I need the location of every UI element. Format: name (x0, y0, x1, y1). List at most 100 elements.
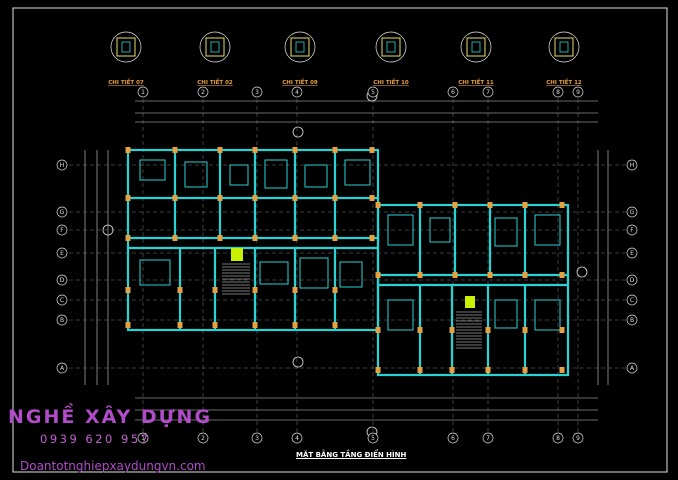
svg-text:F: F (60, 227, 64, 234)
svg-text:9: 9 (576, 89, 580, 96)
svg-text:C: C (60, 297, 64, 304)
svg-text:3: 3 (255, 89, 259, 96)
grid-bubble-letter: E (56, 247, 68, 259)
grid-bubble-letter: B (626, 314, 638, 326)
column (487, 202, 493, 208)
svg-text:1: 1 (141, 435, 145, 442)
svg-text:D: D (60, 277, 65, 284)
grid-bubble-number: 4 (291, 432, 303, 444)
watermark-website[interactable]: Doantotnghiepxaydungvn.com (20, 459, 206, 473)
column (369, 235, 375, 241)
detail-callout: CHI TIẾT 02 (197, 31, 233, 86)
stairs (222, 263, 482, 349)
structural-columns (125, 147, 565, 373)
svg-text:H: H (630, 162, 635, 169)
column (332, 322, 338, 328)
grid-bubble-letter: A (56, 362, 68, 374)
svg-text:E: E (60, 250, 64, 257)
column (252, 322, 258, 328)
column (292, 322, 298, 328)
column (252, 287, 258, 293)
svg-text:7: 7 (486, 89, 490, 96)
svg-text:B: B (630, 317, 634, 324)
grid-bubble-letter: G (56, 206, 68, 218)
grid-bubble-letter: G (626, 206, 638, 218)
detail-label: CHI TIẾT 02 (197, 78, 233, 86)
grid-bubble-letter: C (626, 294, 638, 306)
column (332, 287, 338, 293)
column (217, 235, 223, 241)
column (417, 327, 423, 333)
svg-text:A: A (630, 365, 635, 372)
column (125, 147, 131, 153)
grid-bubble-letter: F (626, 224, 638, 236)
grid-bubble-number: 9 (572, 86, 584, 98)
watermark-phone: 0939 620 957 (40, 432, 151, 446)
watermark-brand: NGHỀ XÂY DỰNG (8, 406, 213, 428)
svg-text:6: 6 (451, 89, 455, 96)
grid-bubble-letter: D (626, 274, 638, 286)
grid-bubble-letter: C (56, 294, 68, 306)
column (452, 272, 458, 278)
section-markers (102, 90, 588, 438)
svg-text:4: 4 (295, 435, 299, 442)
svg-text:8: 8 (556, 89, 560, 96)
column (369, 195, 375, 201)
axis-gridlines (62, 92, 632, 438)
column (332, 195, 338, 201)
column (217, 195, 223, 201)
column (485, 327, 491, 333)
elevator-marker (465, 296, 475, 308)
svg-text:D: D (630, 277, 635, 284)
column (417, 367, 423, 373)
column (332, 235, 338, 241)
svg-text:A: A (60, 365, 65, 372)
column (559, 272, 565, 278)
column (172, 195, 178, 201)
column (522, 327, 528, 333)
grid-bubble-number: 8 (552, 432, 564, 444)
grid-bubble-number: 6 (447, 86, 459, 98)
detail-callout: CHI TIẾT 10 (373, 31, 409, 86)
grid-bubble-letter: B (56, 314, 68, 326)
svg-text:1: 1 (141, 89, 145, 96)
column (375, 327, 381, 333)
column (212, 322, 218, 328)
column (449, 367, 455, 373)
plan-title: MẶT BẰNG TẦNG ĐIỂN HÌNH (296, 451, 407, 459)
column (177, 287, 183, 293)
drawing-frame (12, 7, 668, 473)
column (177, 322, 183, 328)
column (212, 287, 218, 293)
detail-label: CHI TIẾT 12 (546, 78, 582, 86)
grid-bubble-number: 8 (552, 86, 564, 98)
column (449, 327, 455, 333)
svg-text:3: 3 (255, 435, 259, 442)
elevator-marker (231, 248, 243, 261)
grid-bubble-letter: E (626, 247, 638, 259)
column (292, 195, 298, 201)
detail-label: CHI TIẾT 07 (108, 78, 144, 86)
svg-text:G: G (60, 209, 65, 216)
grid-bubble-letter: H (56, 159, 68, 171)
column (292, 287, 298, 293)
svg-text:G: G (630, 209, 635, 216)
column (292, 147, 298, 153)
grid-bubble-letter: A (626, 362, 638, 374)
detail-label: CHI TIẾT 11 (458, 78, 494, 86)
column (172, 147, 178, 153)
column (125, 322, 131, 328)
svg-text:6: 6 (451, 435, 455, 442)
grid-bubble-letter: D (56, 274, 68, 286)
column (417, 272, 423, 278)
svg-text:B: B (60, 317, 64, 324)
grid-bubble-number: 2 (197, 432, 209, 444)
column (485, 367, 491, 373)
grid-bubble-number: 6 (447, 432, 459, 444)
grid-bubble-number: 7 (482, 432, 494, 444)
svg-text:F: F (630, 227, 634, 234)
column (375, 202, 381, 208)
svg-text:8: 8 (556, 435, 560, 442)
